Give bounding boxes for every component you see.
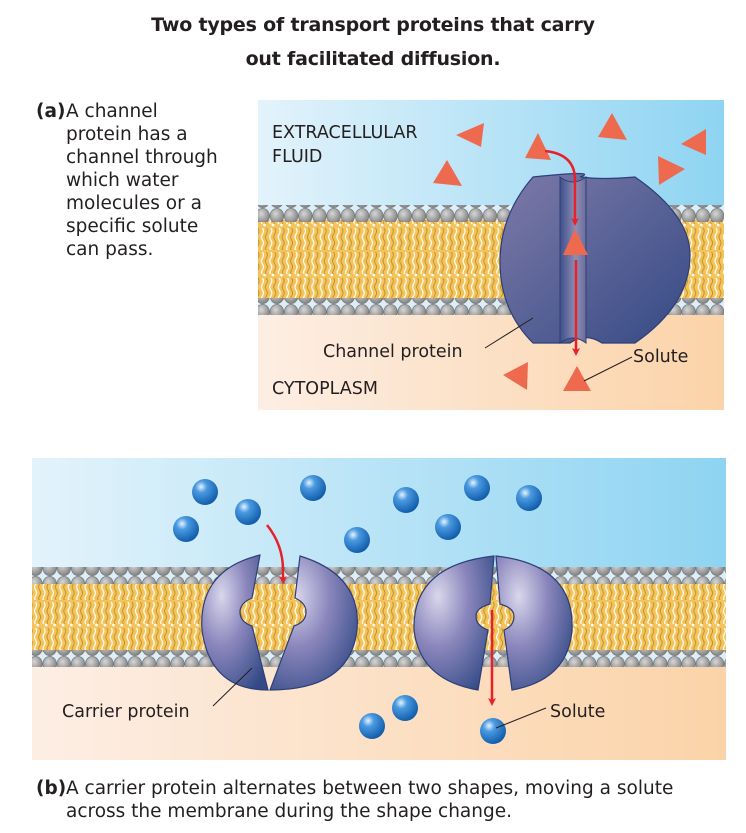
channel-protein-leader bbox=[484, 317, 534, 349]
panel-b-caption-text: A carrier protein alternates between two… bbox=[36, 777, 736, 823]
figure-title-line-1: Two types of transport proteins that car… bbox=[151, 14, 595, 36]
carrier-protein-leader bbox=[212, 667, 253, 707]
carrier-protein-open-inside bbox=[413, 555, 573, 691]
panel-b-label: (b) bbox=[36, 778, 67, 799]
panel-a-caption-text: A channel protein has a channel through … bbox=[36, 100, 256, 261]
panel-b-caption: (b) A carrier protein alternates between… bbox=[36, 777, 736, 823]
panel-a-label: (a) bbox=[36, 101, 66, 122]
solute-sphere bbox=[173, 516, 199, 542]
caption-a-line: channel through bbox=[66, 147, 218, 168]
solute-triangle bbox=[658, 156, 685, 185]
solute-sphere bbox=[235, 499, 261, 525]
triangle-solutes-a bbox=[433, 113, 706, 391]
solute-triangle bbox=[598, 113, 627, 140]
extracellular-region-b bbox=[32, 458, 726, 570]
solute-leader-a bbox=[583, 356, 633, 382]
solute-entry-arrow-a bbox=[544, 149, 579, 226]
channel-protein bbox=[499, 172, 691, 345]
caption-a-line: molecules or a bbox=[66, 193, 202, 214]
solute-sphere bbox=[359, 713, 385, 739]
solute-triangle bbox=[456, 123, 484, 147]
solute-triangle bbox=[503, 362, 528, 390]
cytoplasm-region-b bbox=[32, 660, 726, 760]
solute-sphere bbox=[300, 475, 326, 501]
solute-label-a: Solute bbox=[633, 347, 688, 367]
figure-title-line-2: out facilitated diffusion. bbox=[245, 48, 501, 70]
caption-a-line: specific solute bbox=[66, 216, 199, 237]
caption-b-line: across the membrane during the shape cha… bbox=[66, 801, 512, 822]
lipid-bilayer-b bbox=[32, 567, 726, 667]
caption-a-line: can pass. bbox=[66, 239, 154, 260]
sphere-solutes-b bbox=[173, 475, 542, 744]
solute-triangle bbox=[525, 133, 551, 160]
solute-triangle bbox=[433, 160, 462, 186]
solute-sphere bbox=[344, 527, 370, 553]
caption-a-line: A channel bbox=[66, 101, 158, 122]
solute-label-b: Solute bbox=[550, 702, 605, 722]
solute-sphere bbox=[516, 485, 542, 511]
carrier-protein-open-outside bbox=[201, 554, 358, 691]
channel-protein-label: Channel protein bbox=[323, 342, 463, 362]
caption-b-line: A carrier protein alternates between two… bbox=[66, 778, 674, 799]
solute-triangle bbox=[563, 366, 591, 391]
figure-title: Two types of transport proteins that car… bbox=[0, 8, 746, 76]
solute-sphere bbox=[393, 487, 419, 513]
solute-sphere bbox=[464, 475, 490, 501]
caption-a-line: protein has a bbox=[66, 124, 188, 145]
panel-b-diagram: Carrier protein Solute bbox=[32, 458, 726, 760]
solute-sphere bbox=[392, 695, 418, 721]
solute-entry-arrow-b bbox=[266, 524, 287, 584]
solute-leader-b bbox=[495, 707, 547, 729]
solute-sphere bbox=[192, 479, 218, 505]
solute-triangle bbox=[681, 129, 706, 155]
carrier-protein-label: Carrier protein bbox=[62, 702, 190, 722]
cytoplasm-label: CYTOPLASM bbox=[272, 379, 378, 399]
solute-sphere bbox=[480, 718, 506, 744]
panel-a-caption: (a) A channel protein has a channel thro… bbox=[36, 100, 256, 261]
solute-sphere bbox=[435, 514, 461, 540]
solute-triangle bbox=[563, 229, 588, 255]
caption-a-line: which water bbox=[66, 170, 179, 191]
